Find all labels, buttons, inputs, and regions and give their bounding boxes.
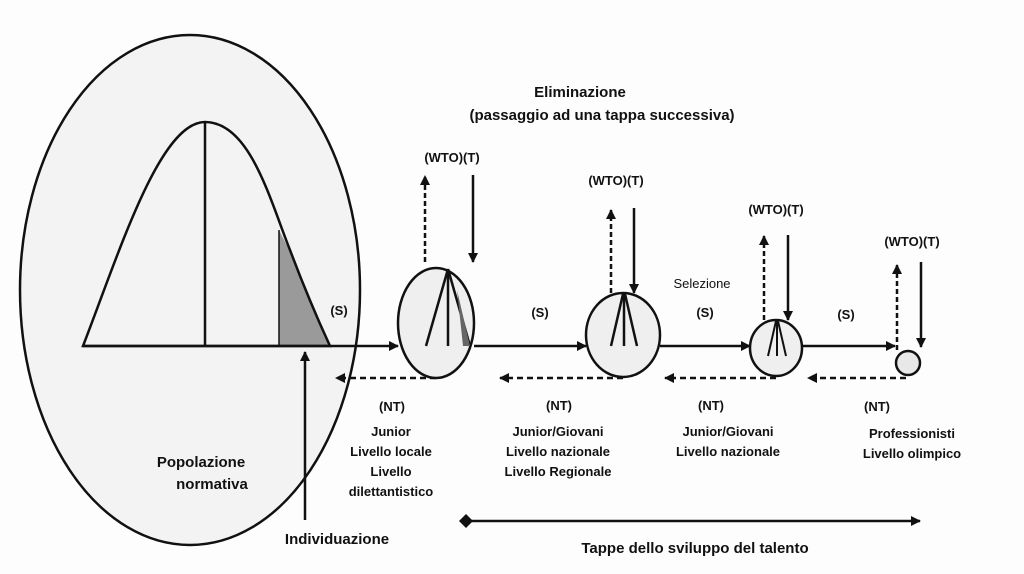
stage-2-line: Livello nazionale bbox=[506, 444, 610, 459]
title-line1: Eliminazione bbox=[534, 84, 626, 101]
stage-2-line: Junior/Giovani bbox=[512, 424, 603, 439]
nt-label-2: (NT) bbox=[546, 398, 572, 413]
stage-1-label: Junior Livello locale Livello dilettanti… bbox=[349, 424, 434, 499]
talent-axis-label: Tappe dello sviluppo del talento bbox=[581, 540, 808, 557]
stage-1-line: Livello locale bbox=[350, 444, 432, 459]
wto-label-3: (WTO)(T) bbox=[748, 202, 803, 217]
wto-label-4: (WTO)(T) bbox=[884, 234, 939, 249]
identification-label: Individuazione bbox=[285, 531, 389, 548]
stage-1-line: Livello bbox=[370, 464, 411, 479]
nt-label-4: (NT) bbox=[864, 399, 890, 414]
nt-label-1: (NT) bbox=[379, 399, 405, 414]
s-label-3: (S) bbox=[696, 305, 713, 320]
wto-label-1: (WTO)(T) bbox=[424, 150, 479, 165]
stage-4-line: Professionisti bbox=[869, 426, 955, 441]
nt-label-3: (NT) bbox=[698, 398, 724, 413]
stage-3-label: Junior/Giovani Livello nazionale bbox=[676, 424, 780, 459]
stage-2-line: Livello Regionale bbox=[505, 464, 612, 479]
stage-circle-4 bbox=[894, 349, 922, 377]
stage-4-line: Livello olimpico bbox=[863, 446, 961, 461]
stage-1-line: Junior bbox=[371, 424, 411, 439]
selection-label: Selezione bbox=[673, 276, 730, 291]
wto-label-2: (WTO)(T) bbox=[588, 173, 643, 188]
stage-3-line: Junior/Giovani bbox=[682, 424, 773, 439]
stage-2-label: Junior/Giovani Livello nazionale Livello… bbox=[505, 424, 612, 479]
stage-4-label: Professionisti Livello olimpico bbox=[863, 426, 961, 461]
bell-curve bbox=[81, 120, 332, 348]
population-label-line1: Popolazione bbox=[157, 454, 245, 471]
population-label-line2: normativa bbox=[176, 476, 248, 493]
s-label-2: (S) bbox=[531, 305, 548, 320]
title-line2: (passaggio ad una tappa successiva) bbox=[469, 107, 734, 124]
stage-3-line: Livello nazionale bbox=[676, 444, 780, 459]
stage-1-line: dilettantistico bbox=[349, 484, 434, 499]
s-label-4: (S) bbox=[837, 307, 854, 322]
population-ellipse bbox=[18, 33, 362, 547]
s-label-1: (S) bbox=[330, 303, 347, 318]
